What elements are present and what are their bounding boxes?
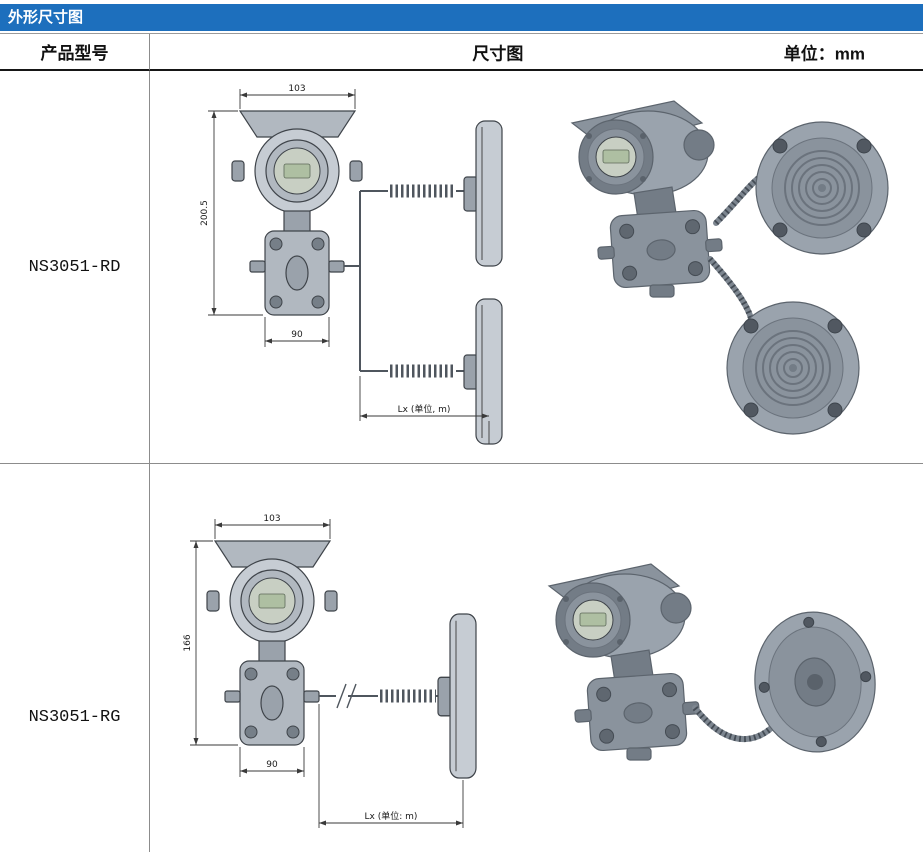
rd-seal-2d-top <box>463 120 503 267</box>
model-name-rd: NS3051-RD <box>28 257 121 277</box>
rd-capillary-lines <box>344 190 388 372</box>
rg-2d-view: 103 166 90 <box>183 514 477 828</box>
rd-transmitter-3d <box>571 100 725 298</box>
rg-dim-height: 166 <box>183 634 193 651</box>
row-rg-model-cell: NS3051-RG <box>0 464 150 852</box>
rg-remote-seal <box>754 611 876 753</box>
rd-remote-seal-bottom <box>726 301 860 435</box>
rd-dim-capillary: Lx (单位, m) <box>398 403 451 415</box>
unit-label: 单位：mm <box>783 44 865 63</box>
header-drawing: 尺寸图 单位：mm <box>150 34 923 71</box>
section-title-bar: 外形尺寸图 <box>0 4 923 31</box>
rg-3d-view <box>548 563 876 761</box>
model-name-rg: NS3051-RG <box>28 707 121 727</box>
rd-remote-seal-top <box>755 121 889 255</box>
rg-seal-2d <box>437 613 477 779</box>
rd-dim-height: 200.5 <box>200 200 210 226</box>
rg-transmitter-2d <box>206 540 338 746</box>
header-product-model-label: 产品型号 <box>40 44 109 63</box>
rd-dim-width: 103 <box>288 84 305 94</box>
row-rd-model-cell: NS3051-RD <box>0 71 150 464</box>
rg-transmitter-3d <box>548 563 702 761</box>
rd-dim-base: 90 <box>291 330 303 340</box>
rd-2d-view: 103 200.5 90 <box>200 84 503 445</box>
rd-transmitter-2d <box>231 110 363 316</box>
rd-3d-view <box>571 100 889 435</box>
rg-dim-width: 103 <box>263 514 280 524</box>
row-rd-drawing-cell: 103 200.5 90 <box>150 71 923 464</box>
dimension-table: 产品型号 尺寸图 单位：mm NS3051-RD 103 <box>0 33 923 852</box>
rg-dim-base: 90 <box>266 760 278 770</box>
rd-seal-2d-bottom <box>463 298 503 445</box>
drawing-ns3051-rd: 103 200.5 90 <box>200 84 889 445</box>
header-drawing-label: 尺寸图 <box>472 44 524 63</box>
rg-dim-capillary: Lx (单位: m) <box>365 810 418 822</box>
drawing-ns3051-rg: 103 166 90 <box>183 514 876 828</box>
section-title: 外形尺寸图 <box>8 9 84 26</box>
header-product-model: 产品型号 <box>0 34 150 71</box>
row-rg-drawing-cell: 103 166 90 <box>150 464 923 852</box>
